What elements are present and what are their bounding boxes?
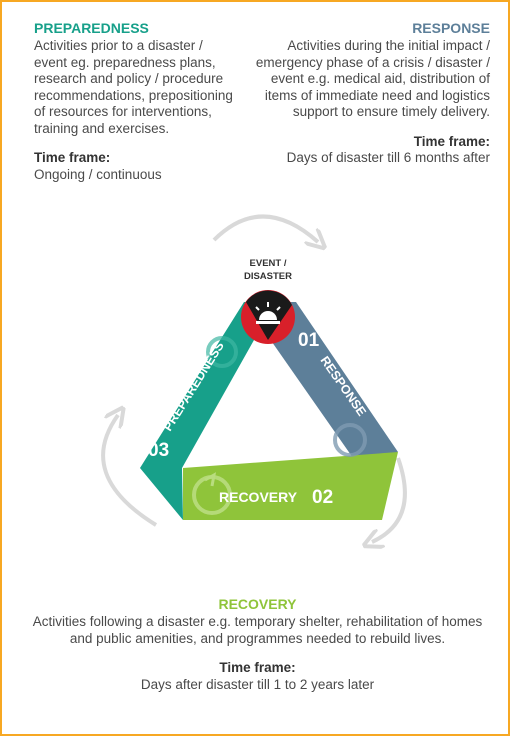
event-label-line1: EVENT /: [250, 258, 287, 269]
preparedness-description: Activities prior to a disaster / event e…: [34, 38, 233, 136]
arrow-bottom-right: [372, 457, 407, 542]
response-timeframe-label: Time frame:: [413, 133, 490, 149]
siren-icon: [255, 302, 281, 324]
preparedness-timeframe-value: Ongoing / continuous: [34, 166, 162, 182]
preparedness-block: PREPAREDNESS Activities prior to a disas…: [34, 20, 239, 183]
refresh-icon-arrow: [204, 472, 217, 487]
preparedness-segment: [140, 302, 272, 520]
preparedness-timeframe-label: Time frame:: [34, 150, 111, 165]
response-heading: RESPONSE: [412, 20, 490, 36]
response-block: RESPONSE Activities during the initial i…: [250, 20, 490, 167]
recovery-segment: [183, 452, 398, 520]
response-description: Activities during the initial impact / e…: [255, 38, 490, 119]
arrow-top: [212, 214, 318, 242]
event-label-line2: DISASTER: [244, 271, 292, 282]
recovery-timeframe-label: Time frame:: [219, 660, 296, 675]
recovery-description: Activities following a disaster e.g. tem…: [32, 614, 483, 646]
preparedness-heading: PREPAREDNESS: [34, 20, 149, 36]
arrow-left: [101, 415, 158, 527]
preparedness-watermark-icon: [206, 336, 238, 368]
preparedness-number: 03: [148, 440, 169, 461]
recovery-segment-label: RECOVERY: [219, 489, 298, 505]
response-timeframe-value: Days of disaster till 6 months after: [286, 150, 490, 165]
response-watermark-icon: [333, 423, 367, 457]
recovery-number: 02: [312, 487, 333, 508]
recovery-timeframe-value: Days after disaster till 1 to 2 years la…: [140, 676, 375, 692]
response-number: 01: [298, 330, 320, 351]
recovery-heading: RECOVERY: [218, 596, 297, 612]
recovery-block: RECOVERY Activities following a disaster…: [30, 596, 485, 693]
